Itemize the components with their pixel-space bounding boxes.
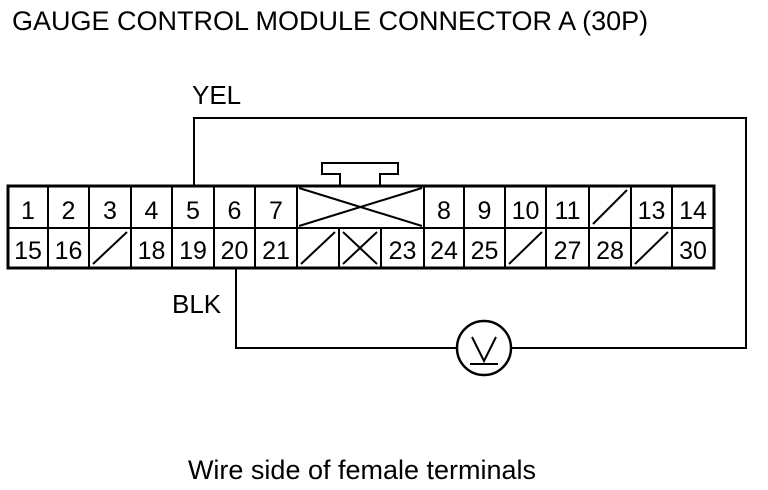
terminal-6: 6 (228, 197, 242, 225)
yel-wire (193, 117, 747, 349)
terminal-14: 14 (679, 197, 707, 225)
lock-area-x (298, 187, 423, 227)
voltmeter (455, 319, 513, 377)
empty-cavity-slash (300, 231, 336, 265)
terminal-28: 28 (596, 237, 624, 265)
wire-label-blk: BLK (172, 289, 222, 319)
blocked-cavity-x (342, 231, 378, 265)
terminal-15: 15 (14, 237, 42, 265)
terminal-30: 30 (679, 237, 707, 265)
terminal-4: 4 (145, 197, 159, 225)
empty-cavity-slash (92, 231, 128, 265)
terminal-1: 1 (21, 197, 35, 225)
voltmeter-v-mark (471, 336, 497, 364)
terminal-21: 21 (262, 237, 290, 265)
terminal-24: 24 (430, 237, 458, 265)
terminal-3: 3 (103, 197, 117, 225)
diagram-title: GAUGE CONTROL MODULE CONNECTOR A (30P) (12, 6, 648, 36)
terminal-19: 19 (179, 237, 207, 265)
terminal-8: 8 (437, 197, 451, 225)
empty-cavity-slash (634, 231, 669, 265)
voltmeter-circle (455, 319, 513, 377)
connector-latch (321, 162, 399, 186)
terminal-11: 11 (555, 197, 581, 225)
terminal-2: 2 (62, 197, 76, 225)
terminal-23: 23 (389, 237, 417, 265)
terminal-25: 25 (471, 237, 499, 265)
wire-label-yel: YEL (192, 80, 241, 110)
terminal-9: 9 (478, 197, 492, 225)
terminal-10: 10 (512, 197, 540, 225)
terminal-18: 18 (138, 237, 166, 265)
terminal-27: 27 (554, 237, 582, 265)
terminal-5: 5 (186, 197, 200, 225)
empty-cavity-slash (508, 231, 543, 265)
blk-wire (235, 268, 458, 349)
terminal-16: 16 (55, 237, 83, 265)
empty-cavity-slash (592, 189, 628, 225)
terminal-13: 13 (638, 197, 666, 225)
terminal-7: 7 (269, 197, 283, 225)
terminal-20: 20 (221, 237, 249, 265)
diagram-caption: Wire side of female terminals (188, 455, 536, 485)
